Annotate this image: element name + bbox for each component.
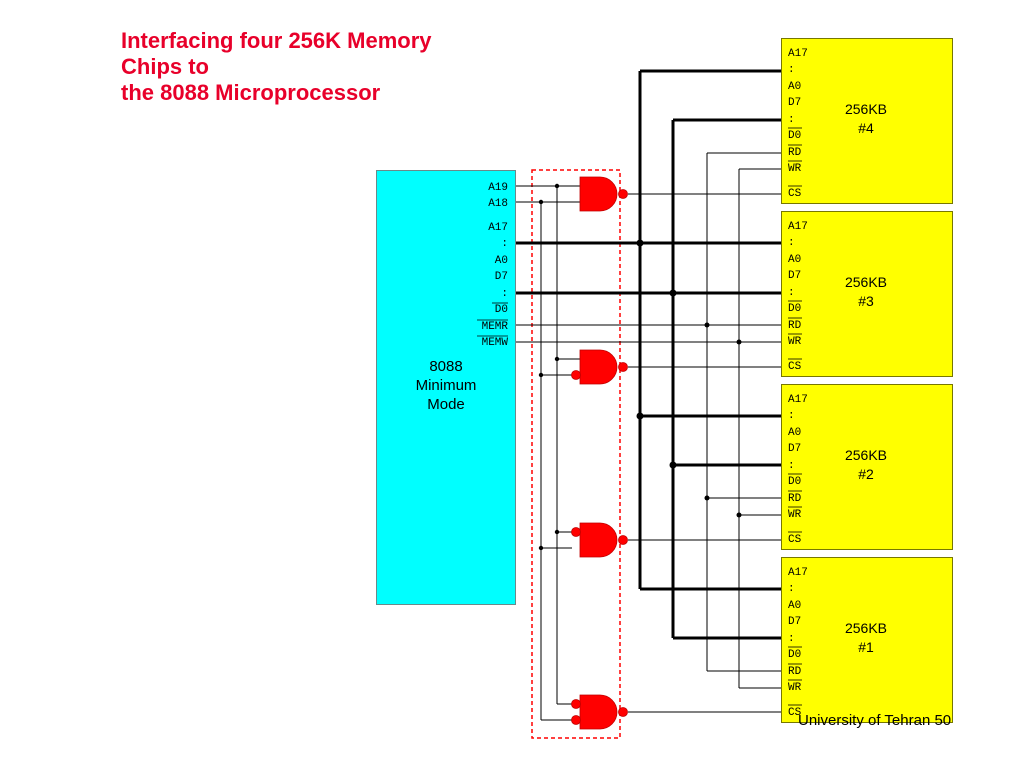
chip-size: 256KB: [844, 101, 888, 117]
chip-pin: RD: [788, 147, 802, 159]
decoder-outline: [531, 169, 621, 739]
nand-gate-3: [571, 349, 628, 385]
chip-pin: WR: [788, 336, 802, 348]
cpu-label-line: 8088: [429, 358, 463, 375]
chip-pin: RD: [788, 666, 802, 678]
cpu-pin: A19: [488, 182, 508, 194]
chip-size: 256KB: [844, 447, 888, 463]
chip-pin: :: [788, 460, 795, 472]
footer-text: University of Tehran 50: [798, 712, 952, 729]
chip-pin: RD: [788, 493, 802, 505]
cpu-label-line: Minimum: [415, 377, 477, 394]
nand-gate-1: [571, 694, 628, 730]
chip-pin: D0: [788, 476, 801, 488]
chip-pin: RD: [788, 320, 802, 332]
title-line: Chips to: [121, 54, 209, 79]
cpu-pin: :: [501, 238, 508, 250]
chip-pin: D7: [788, 97, 801, 109]
chip-pin: CS: [788, 534, 802, 546]
nand-gate-4: [579, 176, 628, 212]
cpu-label: 8088 Minimum Mode: [404, 357, 488, 414]
chip-4-label: 256KB #4: [831, 100, 901, 138]
chip-pin: D0: [788, 649, 801, 661]
chip-pin: D0: [788, 130, 801, 142]
cpu-pin: MEMR: [482, 321, 509, 333]
cpu-pin-labels: A19 A18 A17 : A0 D7 : D0 MEMR MEMW: [477, 182, 508, 349]
chip-pin: WR: [788, 163, 802, 175]
chip-pin: A0: [788, 254, 801, 266]
chip-number: #3: [858, 293, 874, 309]
chip-pin: D0: [788, 303, 801, 315]
nand-gates: [571, 176, 628, 730]
chip-pin: D7: [788, 270, 801, 282]
junction-dots: [538, 183, 742, 551]
nand-gate-2: [571, 522, 628, 558]
chip-number: #4: [858, 120, 874, 136]
chip-pin: WR: [788, 682, 802, 694]
chip-pin: A17: [788, 567, 808, 579]
cpu-pin: D7: [495, 271, 508, 283]
chip-pin: CS: [788, 361, 802, 373]
chip-pin: A0: [788, 600, 801, 612]
cpu-8088-block: [376, 170, 516, 605]
chip-number: #1: [858, 639, 874, 655]
chip-pin: :: [788, 287, 795, 299]
chip-size: 256KB: [844, 620, 888, 636]
chip-pin: A0: [788, 81, 801, 93]
chip-pin: A0: [788, 427, 801, 439]
cpu-pin: A18: [488, 198, 508, 210]
chip-size: 256KB: [844, 274, 888, 290]
chip-pin: :: [788, 633, 795, 645]
chip-pin: :: [788, 114, 795, 126]
chip-3-label: 256KB #3: [831, 273, 901, 311]
cpu-pin: MEMW: [482, 337, 509, 349]
title-line: Interfacing four 256K Memory: [121, 28, 432, 53]
chip-pin: D7: [788, 443, 801, 455]
chip-pin-labels: A17:A0D7:D0RDWRCSA17:A0D7:D0RDWRCSA17:A0…: [788, 48, 808, 719]
cpu-pin: :: [501, 288, 508, 300]
chip-pin: CS: [788, 188, 802, 200]
chip-pin: :: [788, 410, 795, 422]
slide-title: Interfacing four 256K Memory Chips to th…: [121, 28, 432, 106]
bus-wires: [516, 69, 781, 640]
memory-chip-3: [781, 211, 953, 377]
chip-pin: :: [788, 64, 795, 76]
chip-pin: A17: [788, 394, 808, 406]
memory-chip-2: [781, 384, 953, 550]
chip-pin: WR: [788, 509, 802, 521]
cpu-pin: A17: [488, 222, 508, 234]
chip-1-label: 256KB #1: [831, 619, 901, 657]
chip-pin: A17: [788, 221, 808, 233]
cpu-pin: D0: [495, 304, 508, 316]
chip-pin: :: [788, 237, 795, 249]
chip-pin: D7: [788, 616, 801, 628]
chip-2-label: 256KB #2: [831, 446, 901, 484]
thin-wires: [516, 152, 781, 721]
chip-pin: CS: [788, 707, 802, 719]
cpu-label-line: Mode: [427, 396, 465, 413]
chip-pin: A17: [788, 48, 808, 60]
title-line: the 8088 Microprocessor: [121, 80, 381, 105]
cpu-pin: A0: [495, 255, 508, 267]
chip-number: #2: [858, 466, 874, 482]
memory-chip-1: [781, 557, 953, 723]
chip-pin: :: [788, 583, 795, 595]
memory-chip-4: [781, 38, 953, 204]
